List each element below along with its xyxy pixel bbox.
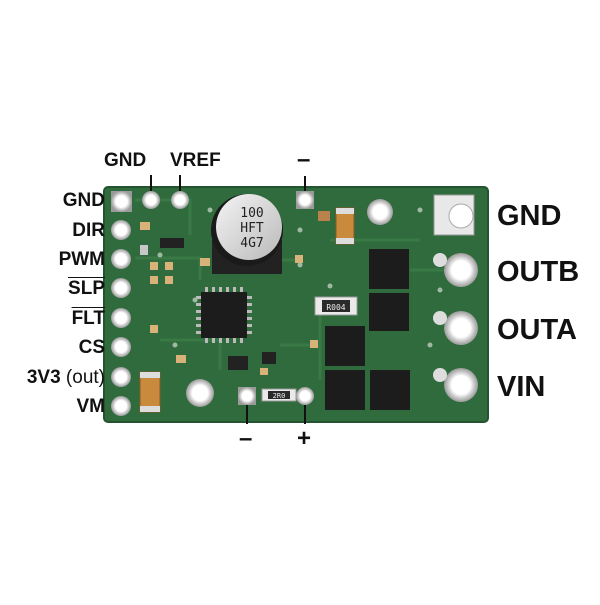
electrolytic-capacitor: 100 HFT 4G7 bbox=[211, 194, 283, 274]
sense-resistor: R004 bbox=[314, 296, 358, 316]
right-power-pads bbox=[433, 194, 478, 402]
top-pads bbox=[142, 191, 393, 225]
label-gnd-left: GND bbox=[62, 190, 105, 211]
label-vref: VREF bbox=[170, 150, 221, 171]
label-3v3-note: (out) bbox=[65, 367, 105, 388]
capacitor-marking-2: HFT bbox=[240, 221, 264, 236]
label-minus-top: – bbox=[297, 146, 311, 173]
vias bbox=[157, 207, 443, 408]
label-3v3-main: 3V3 bbox=[26, 367, 61, 388]
label-3v3: 3V3 (out) bbox=[5, 368, 105, 387]
small-resistor: 2R0 bbox=[261, 388, 297, 402]
label-gnd-right: GND bbox=[497, 200, 562, 232]
capacitor-marking-1: 100 bbox=[240, 206, 263, 221]
label-flt: FLT bbox=[71, 308, 105, 329]
small-smd-parts bbox=[140, 222, 318, 375]
label-slp: SLP bbox=[68, 278, 105, 299]
left-header-pads bbox=[111, 191, 132, 416]
capacitor-marking-3: 4G7 bbox=[240, 236, 263, 251]
label-gnd-top: GND bbox=[104, 150, 147, 171]
label-vin: VIN bbox=[497, 371, 546, 403]
small-resistor-marking: 2R0 bbox=[273, 392, 286, 400]
label-plus-bottom: + bbox=[297, 425, 312, 452]
sense-resistor-marking: R004 bbox=[326, 303, 345, 312]
label-minus-bottom: – bbox=[239, 425, 253, 452]
bottom-pads bbox=[186, 379, 314, 407]
label-dir: DIR bbox=[72, 220, 105, 241]
label-outa: OUTA bbox=[497, 314, 578, 346]
mosfets bbox=[325, 249, 410, 410]
label-pwm: PWM bbox=[58, 249, 105, 270]
label-cs: CS bbox=[78, 337, 105, 358]
pointer-lines bbox=[150, 175, 306, 424]
driver-ic bbox=[196, 287, 252, 343]
label-outb: OUTB bbox=[497, 256, 580, 288]
ceramic-capacitors bbox=[139, 207, 355, 413]
label-vm: VM bbox=[76, 396, 106, 417]
pcb bbox=[103, 186, 489, 423]
